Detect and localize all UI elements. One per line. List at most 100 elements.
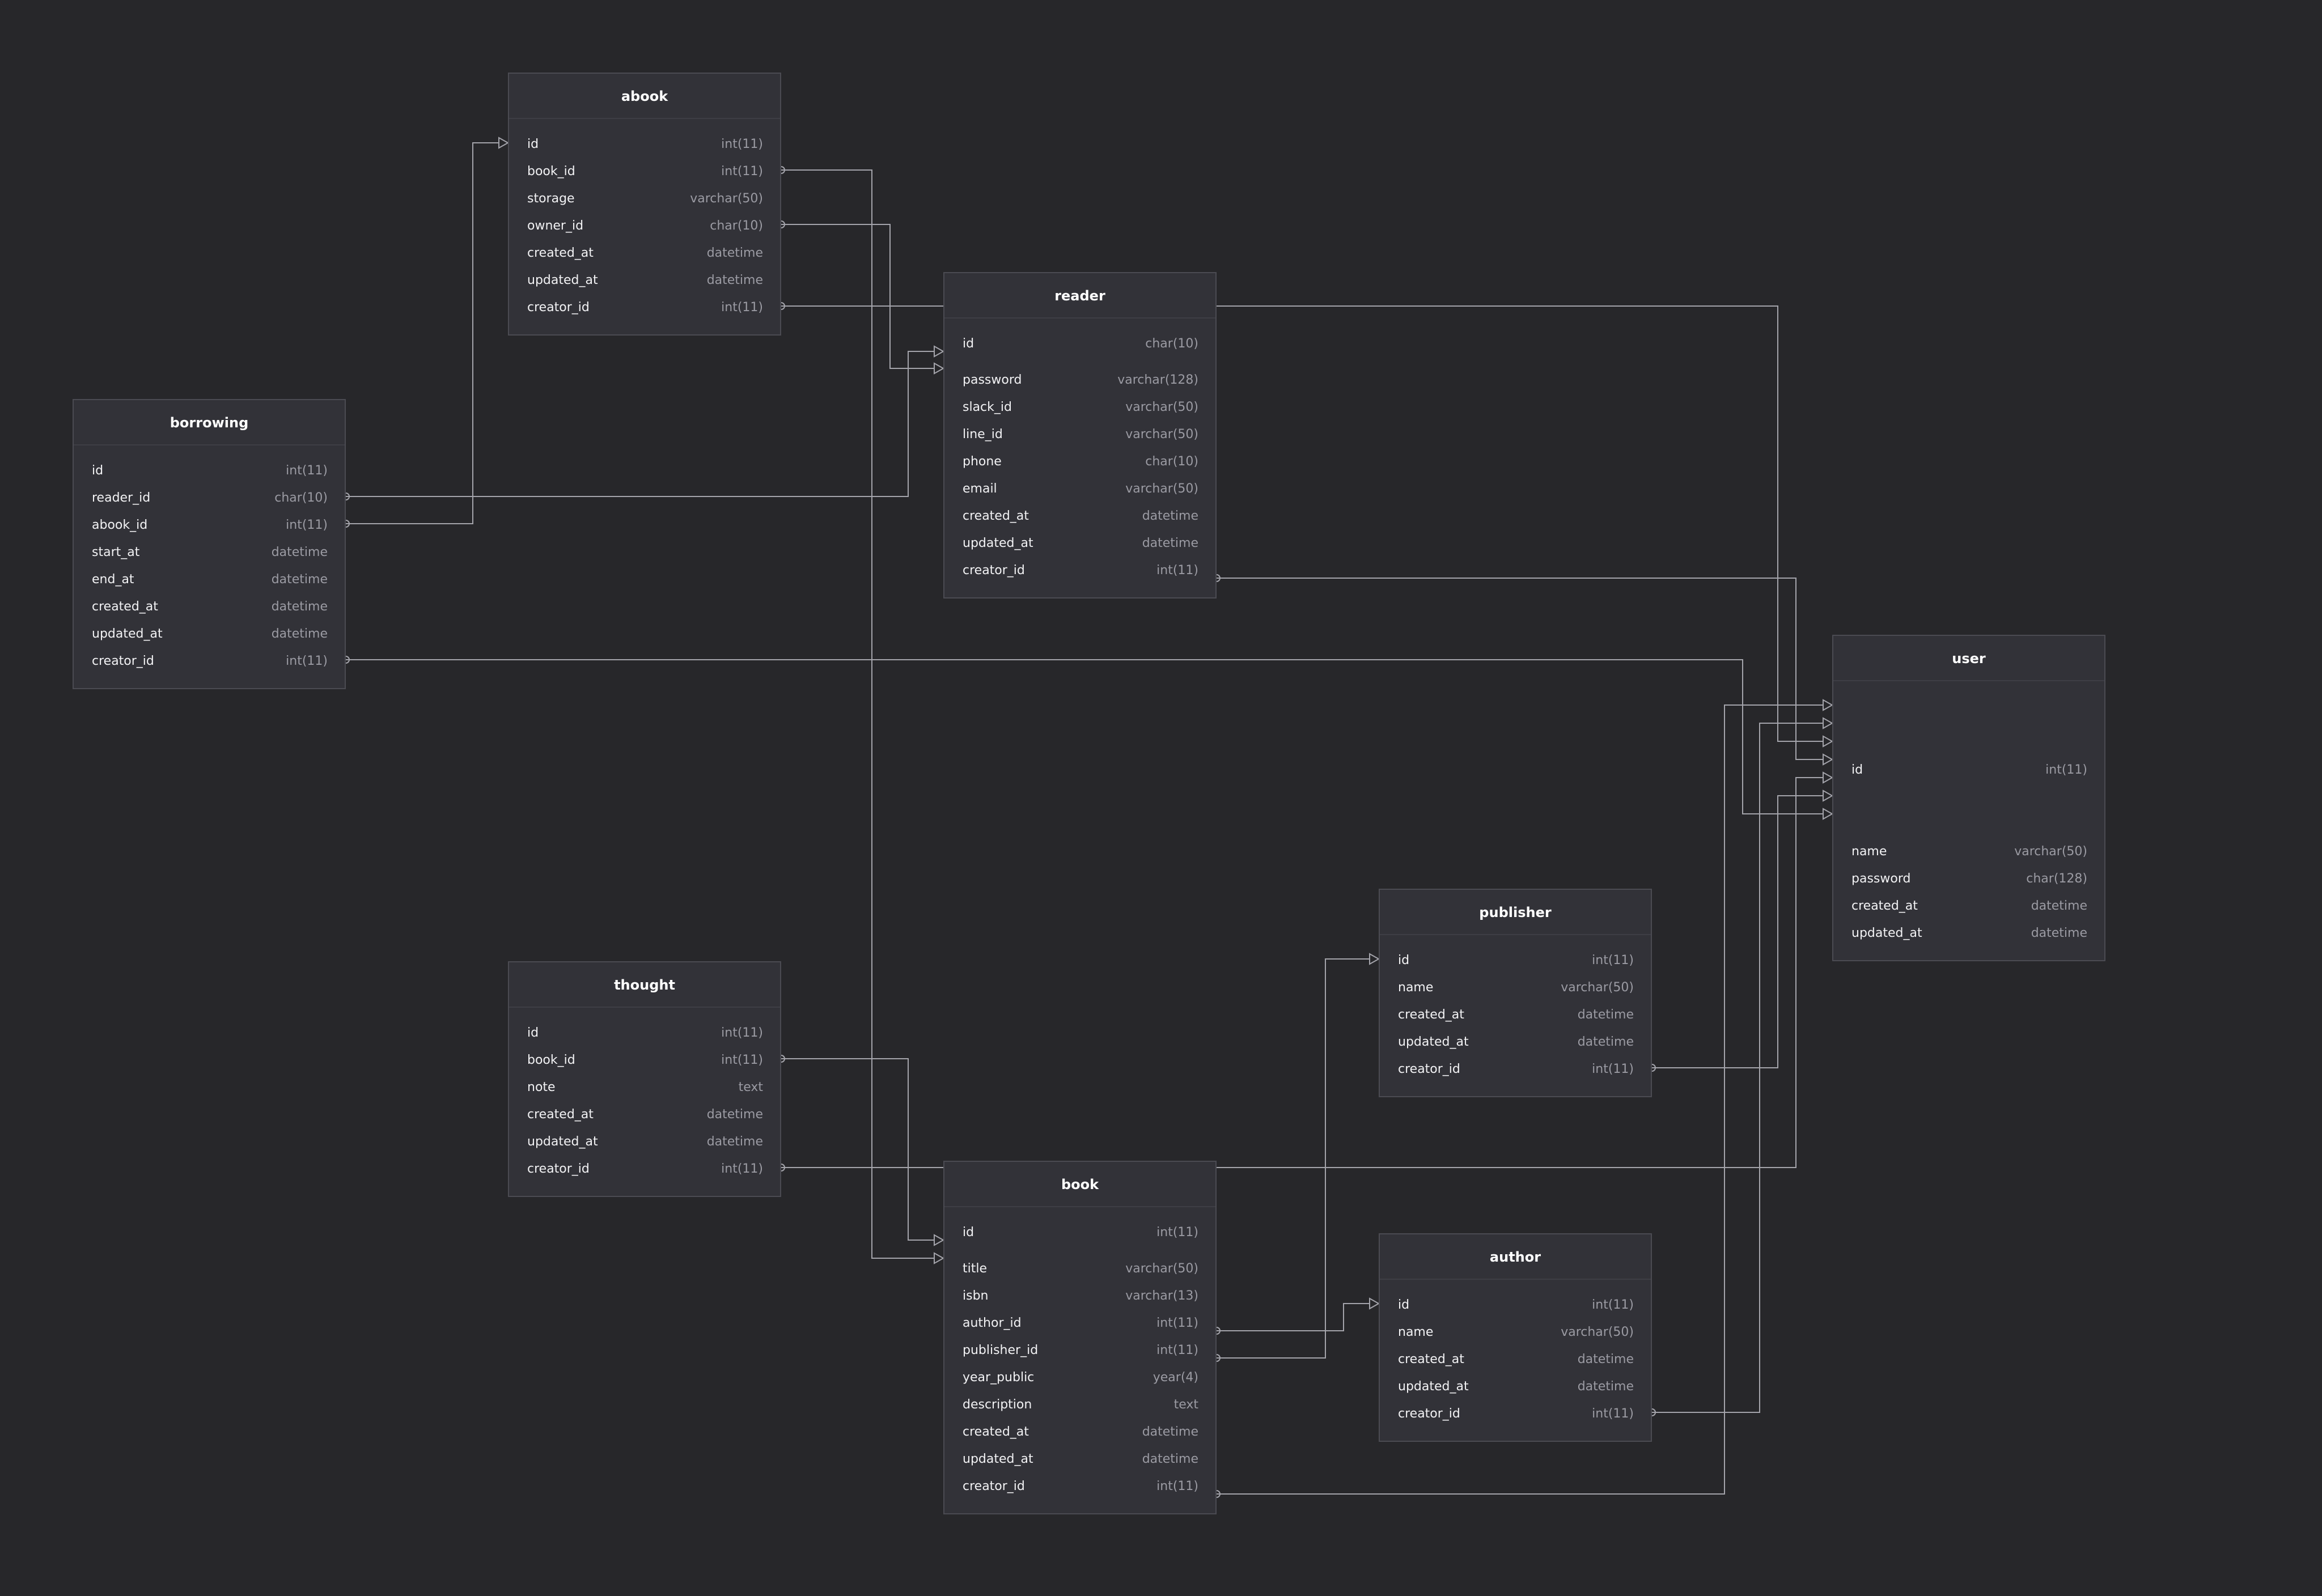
- field-type: int(11): [721, 300, 763, 315]
- link-start-dot: [781, 1055, 785, 1063]
- field-type: char(10): [1145, 336, 1198, 351]
- field-type: varchar(50): [1561, 980, 1634, 995]
- field-type: datetime: [706, 273, 763, 287]
- link-end-arrow: [1369, 1297, 1380, 1310]
- field-name: created_at: [92, 599, 158, 614]
- field-type: varchar(50): [690, 191, 763, 206]
- field-name: creator_id: [92, 653, 154, 668]
- field-type: int(11): [1592, 953, 1634, 967]
- entity-title: thought: [509, 962, 780, 1008]
- field-name: updated_at: [1398, 1379, 1469, 1394]
- field-type: varchar(50): [1125, 481, 1198, 496]
- link-start-dot: [1651, 1064, 1656, 1072]
- field-type: int(11): [2045, 762, 2087, 777]
- field-type: datetime: [1142, 508, 1198, 523]
- field-type: int(11): [721, 164, 763, 179]
- field-name: created_at: [527, 1107, 594, 1122]
- entity-title: user: [1833, 636, 2104, 681]
- entity-title: borrowing: [74, 400, 345, 445]
- field-type: datetime: [1142, 1451, 1198, 1466]
- link-start-dot: [1216, 1490, 1221, 1498]
- field-name: creator_id: [963, 1479, 1025, 1493]
- link-end-arrow: [1369, 953, 1380, 965]
- link-reader-creator-id: [1217, 578, 1823, 760]
- link-start-dot: [781, 1164, 785, 1171]
- field-name: updated_at: [92, 626, 163, 641]
- field-row-email[interactable]: email varchar(50): [944, 475, 1215, 502]
- field-type: int(11): [1592, 1406, 1634, 1421]
- field-name: email: [963, 481, 997, 496]
- field-type: datetime: [2031, 898, 2087, 913]
- link-start-dot: [1216, 1327, 1221, 1335]
- field-name: created_at: [1398, 1352, 1464, 1366]
- field-type: varchar(50): [1125, 400, 1198, 414]
- field-type: int(11): [1592, 1297, 1634, 1312]
- field-name: creator_id: [963, 563, 1025, 578]
- field-type: int(11): [1156, 1315, 1198, 1330]
